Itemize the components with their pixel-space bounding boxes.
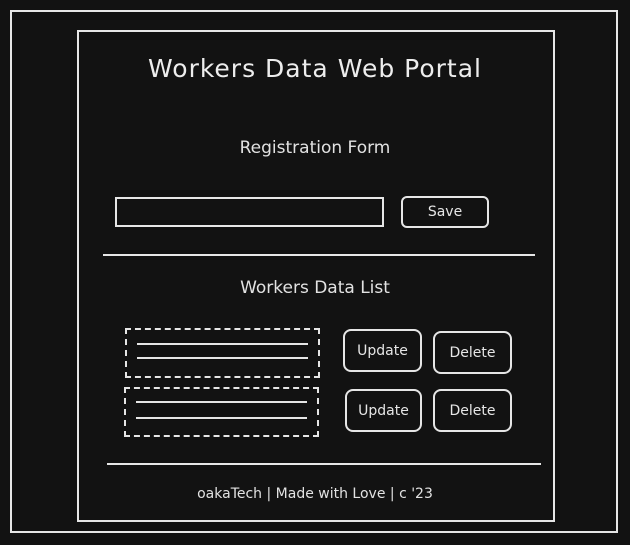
text-placeholder-line (137, 357, 308, 359)
outer-frame (10, 10, 618, 533)
workers-list-title: Workers Data List (240, 278, 390, 298)
text-placeholder-line (136, 417, 307, 419)
save-button[interactable]: Save (401, 196, 489, 228)
worker-name-input[interactable] (115, 197, 384, 227)
footer-text: oakaTech | Made with Love | c '23 (197, 486, 433, 502)
divider (107, 463, 541, 465)
worker-row-data (124, 387, 319, 437)
worker-row-data (125, 328, 320, 378)
text-placeholder-line (137, 343, 308, 345)
update-button[interactable]: Update (343, 329, 422, 372)
delete-button[interactable]: Delete (433, 331, 512, 374)
registration-form-title: Registration Form (239, 138, 391, 158)
text-placeholder-line (136, 401, 307, 403)
page-title: Workers Data Web Portal (148, 54, 482, 83)
divider (103, 254, 535, 256)
portal-container (77, 30, 555, 522)
update-button[interactable]: Update (345, 389, 422, 432)
delete-button[interactable]: Delete (433, 389, 512, 432)
